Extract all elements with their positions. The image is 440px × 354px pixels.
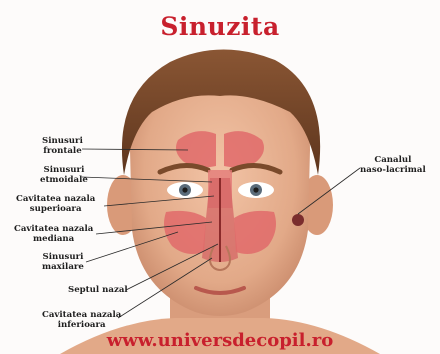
label-cavitatea-nazala-mediana: Cavitatea nazala mediana [14,224,93,244]
label-sinusuri-maxilare: Sinusuri maxilare [42,252,84,272]
label-canalul-naso-lacrimal: Canalul naso-lacrimal [360,155,426,175]
website-url: www.universdecopil.ro [0,330,440,351]
label-septul-nazal: Septul nazal [68,285,128,295]
diagram-title: Sinuzita [0,12,440,41]
label-cavitatea-nazala-inferioara: Cavitatea nazala inferioara [42,310,121,330]
label-sinusuri-etmoidale: Sinusuri etmoidale [40,165,88,185]
label-sinusuri-frontale: Sinusuri frontale [42,136,83,156]
naso-lacrimal-duct-mark [292,214,304,226]
label-cavitatea-nazala-superioara: Cavitatea nazala superioara [16,194,95,214]
